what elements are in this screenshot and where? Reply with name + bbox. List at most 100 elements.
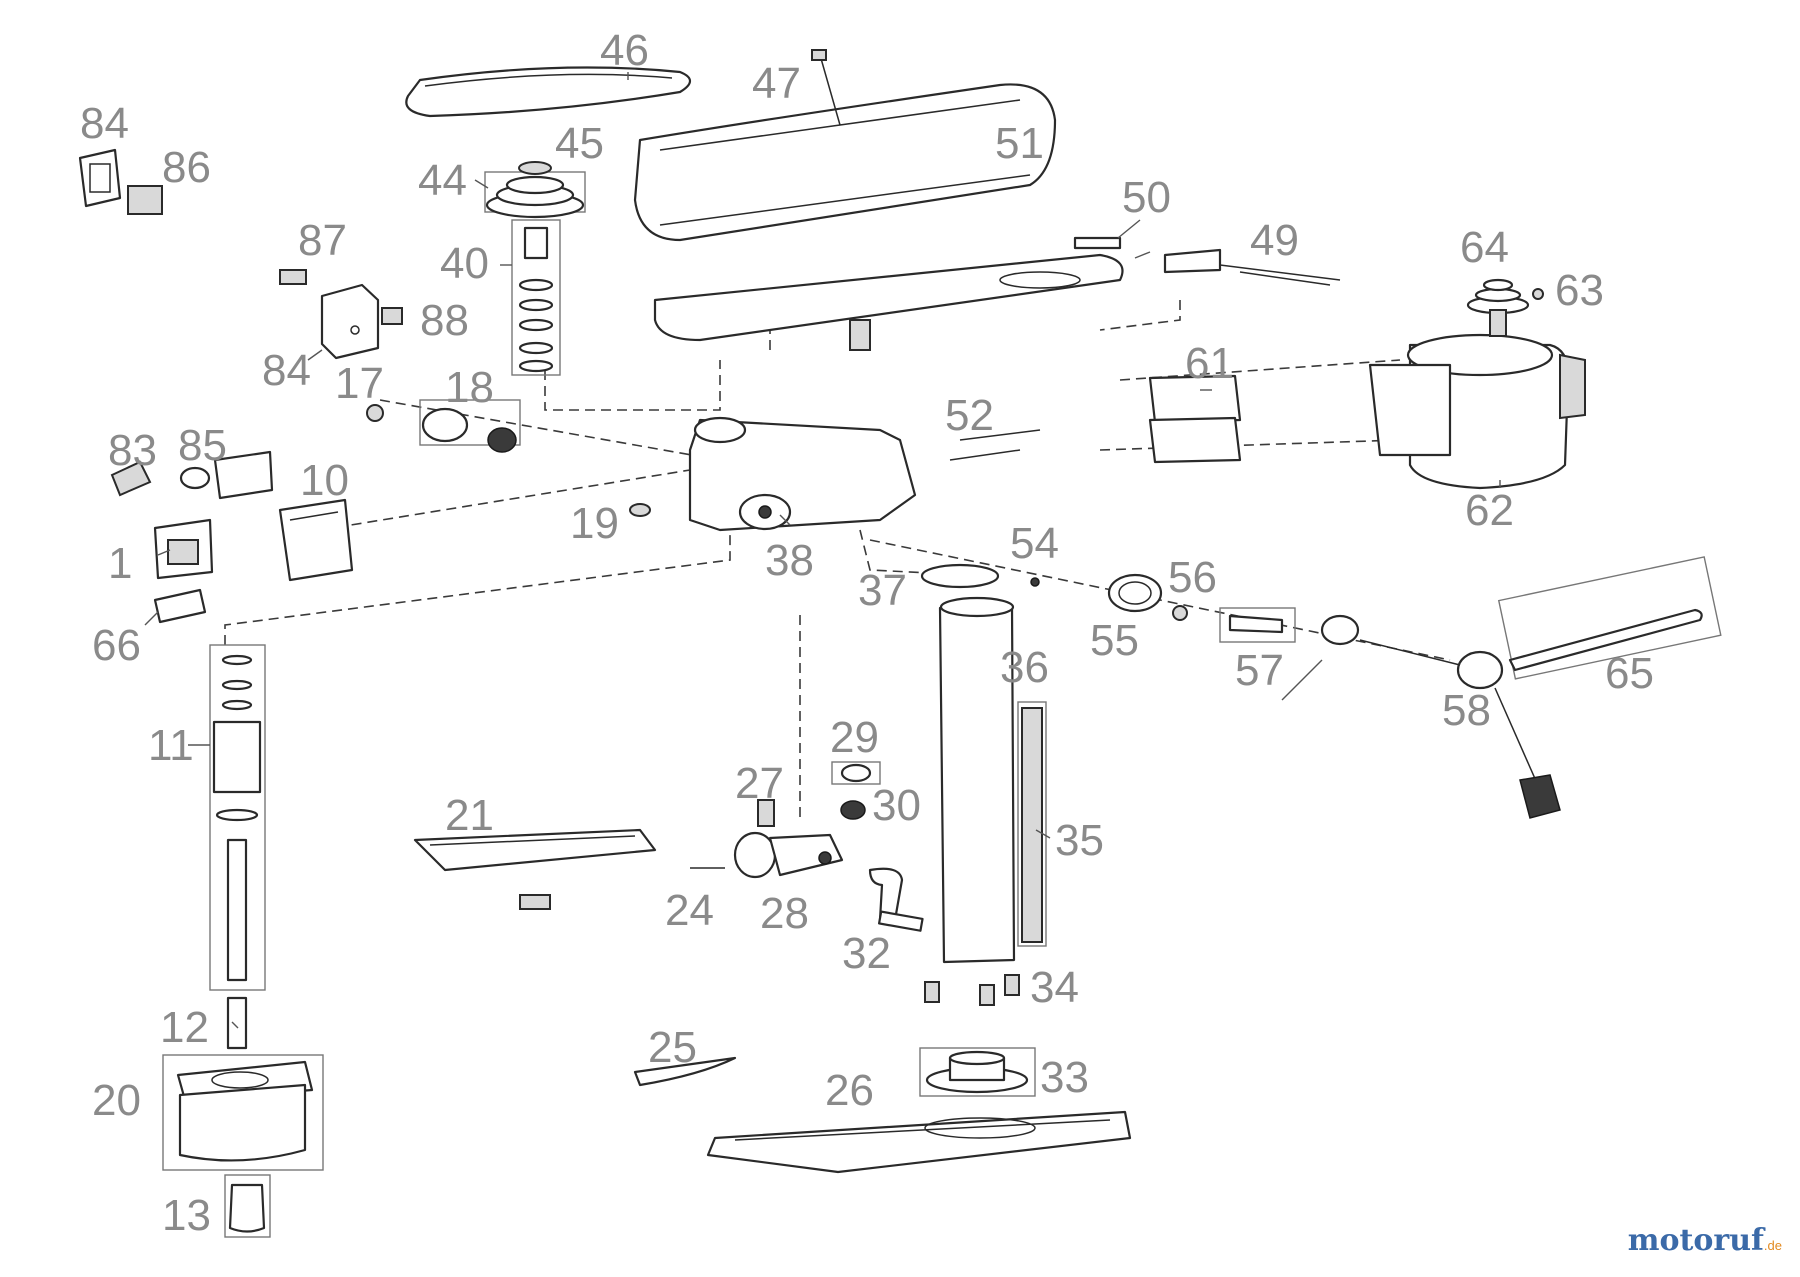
label-66: 66 bbox=[92, 621, 141, 670]
part-88-gland bbox=[381, 307, 403, 325]
part-11-quill bbox=[209, 644, 266, 991]
label-84-top: 84 bbox=[80, 99, 129, 148]
part-32-column-flange bbox=[919, 1047, 1036, 1097]
part-40-spindle-parts bbox=[511, 219, 561, 376]
part-1-switch bbox=[153, 518, 214, 580]
part-83-knob bbox=[110, 460, 152, 497]
label-20: 20 bbox=[92, 1076, 141, 1125]
label-51: 51 bbox=[995, 119, 1044, 168]
head-top-plate bbox=[653, 253, 1124, 351]
label-56: 56 bbox=[1168, 553, 1217, 602]
label-1: 1 bbox=[108, 539, 132, 588]
label-83: 83 bbox=[108, 426, 157, 475]
label-88: 88 bbox=[420, 296, 469, 345]
brand-logo: motoruf.de bbox=[1628, 1223, 1782, 1258]
label-25: 25 bbox=[648, 1023, 697, 1072]
label-64: 64 bbox=[1460, 223, 1509, 272]
part-58-hub bbox=[1320, 614, 1561, 819]
part-13-chuck bbox=[224, 1174, 271, 1238]
brand-tld: .de bbox=[1763, 1238, 1782, 1253]
label-12: 12 bbox=[160, 1003, 209, 1052]
leader-lines bbox=[144, 72, 1501, 1029]
part-62-motor bbox=[1368, 333, 1586, 490]
label-58: 58 bbox=[1442, 686, 1491, 735]
part-17-nut bbox=[366, 404, 384, 422]
part-47-screw bbox=[811, 49, 841, 126]
part-44-pulley bbox=[484, 161, 586, 219]
head-casting bbox=[688, 416, 917, 532]
part-35-rack bbox=[1017, 701, 1047, 947]
label-21: 21 bbox=[445, 791, 494, 840]
label-63: 63 bbox=[1555, 266, 1604, 315]
part-18-spring-assembly bbox=[419, 399, 521, 453]
part-12-sleeve bbox=[226, 996, 248, 1050]
part-27-table-arm bbox=[733, 831, 844, 879]
part-34-bolts bbox=[924, 974, 1020, 1006]
label-50: 50 bbox=[1122, 173, 1171, 222]
part-30-crank bbox=[868, 867, 924, 932]
part-10-switch-housing bbox=[278, 498, 354, 582]
label-38: 38 bbox=[765, 536, 814, 585]
part-84-switch-cover bbox=[78, 148, 122, 208]
label-37: 37 bbox=[858, 566, 907, 615]
label-26: 27 bbox=[735, 759, 784, 808]
label-52: 52 bbox=[945, 391, 994, 440]
label-32: 33 bbox=[1040, 1053, 1089, 1102]
label-49: 49 bbox=[1250, 216, 1299, 265]
part-46-belt bbox=[405, 66, 692, 118]
label-24: 24 bbox=[665, 886, 714, 935]
label-65: 65 bbox=[1605, 649, 1654, 698]
label-30: 32 bbox=[842, 929, 891, 978]
label-36: 36 bbox=[1000, 643, 1049, 692]
label-86: 86 bbox=[162, 143, 211, 192]
label-85: 85 bbox=[178, 421, 227, 470]
part-21-table bbox=[413, 828, 657, 910]
label-34: 34 bbox=[1030, 963, 1079, 1012]
label-54: 54 bbox=[1010, 519, 1059, 568]
label-55: 55 bbox=[1090, 616, 1139, 665]
label-40: 40 bbox=[440, 239, 489, 288]
brand-name: motoruf bbox=[1627, 1223, 1764, 1258]
part-66-knob bbox=[153, 588, 207, 624]
part-37-collar bbox=[920, 563, 1000, 589]
part-36-column bbox=[938, 596, 1016, 964]
label-29: 30 bbox=[872, 781, 921, 830]
part-85-key bbox=[179, 450, 274, 500]
label-62: 62 bbox=[1465, 486, 1514, 535]
label-46: 46 bbox=[600, 26, 649, 75]
part-55-spring bbox=[1107, 573, 1163, 613]
part-56-screw bbox=[1172, 605, 1188, 621]
label-35: 35 bbox=[1055, 816, 1104, 865]
label-47: 47 bbox=[752, 59, 801, 108]
part-19-washer bbox=[629, 503, 651, 517]
part-20-chuck-guard bbox=[162, 1054, 324, 1171]
label-19: 19 bbox=[570, 499, 619, 548]
part-51-belt-cover bbox=[633, 83, 1057, 242]
part-29-worm-gear bbox=[840, 800, 866, 820]
part-26-bolt bbox=[757, 799, 775, 827]
part-number-labels: 46 47 51 45 44 40 84 86 87 88 84 17 18 8… bbox=[80, 26, 1654, 1240]
part-50-bracket bbox=[1073, 236, 1122, 250]
part-63-key bbox=[1532, 288, 1544, 300]
label-11: 11 bbox=[148, 721, 194, 770]
label-13: 13 bbox=[162, 1191, 211, 1240]
part-33-base bbox=[706, 1110, 1132, 1174]
label-28: 29 bbox=[830, 713, 879, 762]
label-61: 61 bbox=[1185, 339, 1234, 388]
label-18: 18 bbox=[445, 363, 494, 412]
label-27: 28 bbox=[760, 889, 809, 938]
label-57: 57 bbox=[1235, 646, 1284, 695]
part-28-gear bbox=[831, 761, 881, 785]
label-84-box: 84 bbox=[262, 346, 311, 395]
label-45: 45 bbox=[555, 119, 604, 168]
label-87: 87 bbox=[298, 216, 347, 265]
part-65-handle bbox=[1497, 556, 1722, 680]
part-54-pin bbox=[1030, 577, 1040, 587]
part-61-motor-bracket bbox=[1148, 374, 1242, 464]
part-25-wrench bbox=[633, 1056, 737, 1087]
label-44: 44 bbox=[418, 156, 467, 205]
part-49-bracket bbox=[1163, 248, 1341, 286]
part-52-shaft bbox=[949, 429, 1041, 461]
part-84-junction-box bbox=[320, 283, 380, 360]
